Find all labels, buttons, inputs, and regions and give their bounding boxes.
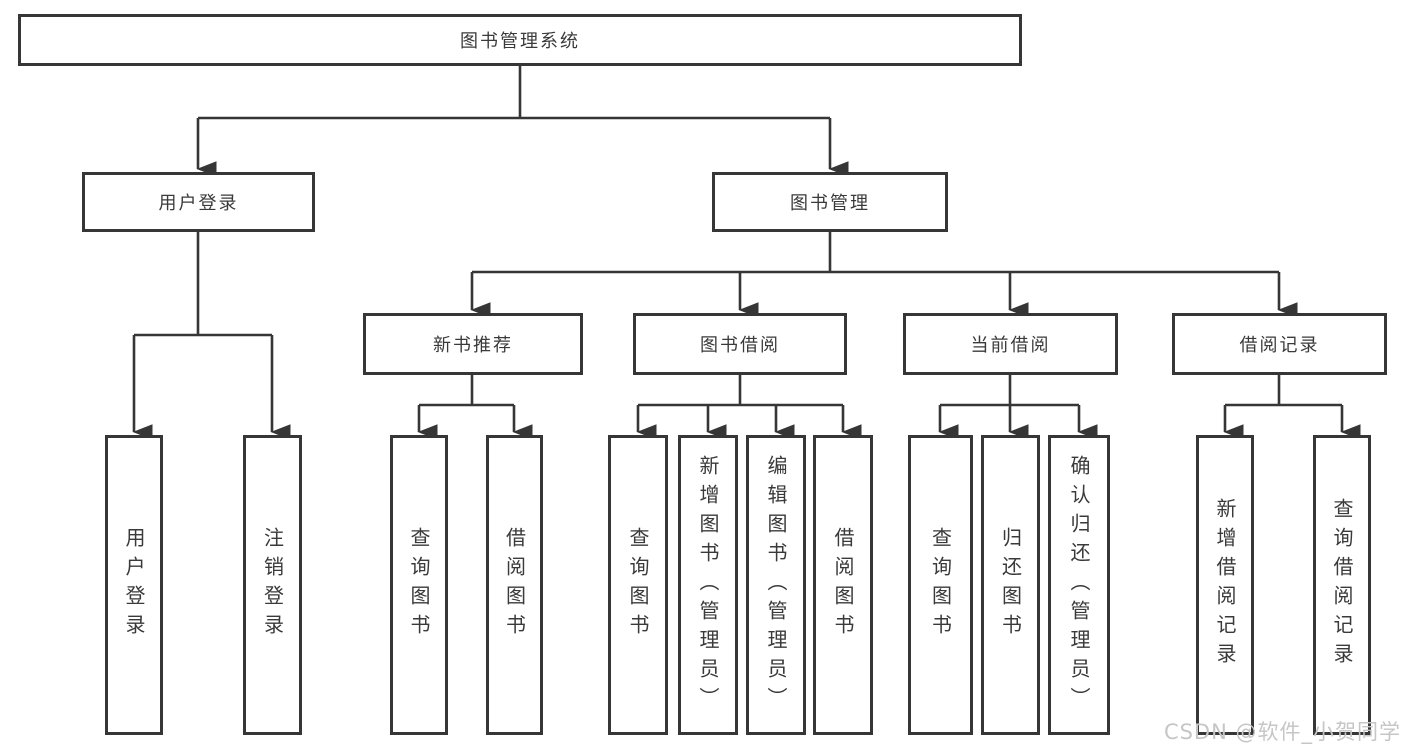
- node-book-borrowing: 图书借阅: [633, 313, 847, 375]
- node-current-borrowing: 当前借阅: [903, 313, 1118, 375]
- node-label: 图书管理: [790, 193, 870, 214]
- node-label: 图书借阅: [700, 335, 780, 356]
- node-label: 用户登录: [158, 193, 239, 214]
- node-library-management-system: 图书管理系统: [18, 14, 1022, 66]
- leaf-label: 编辑图书（管理员）: [764, 454, 788, 716]
- leaf-label: 新增图书（管理员）: [696, 454, 720, 716]
- leaf-label: 查询图书: [407, 527, 431, 643]
- leaf-add-borrow-record: 新增借阅记录: [1196, 435, 1254, 735]
- leaf-label: 确认归还（管理员）: [1067, 454, 1091, 716]
- leaf-logout: 注销登录: [243, 435, 302, 735]
- node-user-login-branch: 用户登录: [82, 172, 315, 232]
- leaf-query-books: 查询图书: [908, 435, 973, 735]
- leaf-label: 借阅图书: [502, 527, 527, 643]
- leaf-return-books: 归还图书: [981, 435, 1040, 735]
- leaf-add-books-admin: 新增图书（管理员）: [678, 435, 738, 735]
- leaf-query-books: 查询图书: [608, 435, 668, 735]
- node-book-management-branch: 图书管理: [712, 172, 948, 232]
- leaf-label: 借阅图书: [831, 527, 855, 643]
- node-borrowing-records: 借阅记录: [1172, 313, 1387, 375]
- leaf-label: 查询图书: [626, 527, 650, 643]
- leaf-label: 新增借阅记录: [1213, 498, 1237, 672]
- leaf-user-login: 用户登录: [105, 435, 163, 735]
- leaf-label: 注销登录: [260, 527, 285, 643]
- leaf-borrow-books: 借阅图书: [486, 435, 543, 735]
- leaf-label: 归还图书: [998, 527, 1023, 643]
- leaf-borrow-books: 借阅图书: [813, 435, 873, 735]
- node-label: 借阅记录: [1239, 335, 1320, 356]
- node-new-book-recommendation: 新书推荐: [363, 313, 583, 375]
- leaf-label: 用户登录: [122, 527, 146, 643]
- leaf-label: 查询图书: [928, 527, 953, 643]
- leaf-edit-books-admin: 编辑图书（管理员）: [746, 435, 806, 735]
- node-label: 新书推荐: [433, 335, 513, 356]
- csdn-watermark: CSDN @软件_小贺同学: [1163, 720, 1401, 744]
- node-label: 当前借阅: [970, 335, 1051, 356]
- leaf-label: 查询借阅记录: [1330, 498, 1354, 672]
- leaf-query-borrow-record: 查询借阅记录: [1313, 435, 1371, 735]
- node-label: 图书管理系统: [460, 31, 580, 52]
- leaf-query-books: 查询图书: [390, 435, 448, 735]
- leaf-confirm-return-admin: 确认归还（管理员）: [1048, 435, 1110, 735]
